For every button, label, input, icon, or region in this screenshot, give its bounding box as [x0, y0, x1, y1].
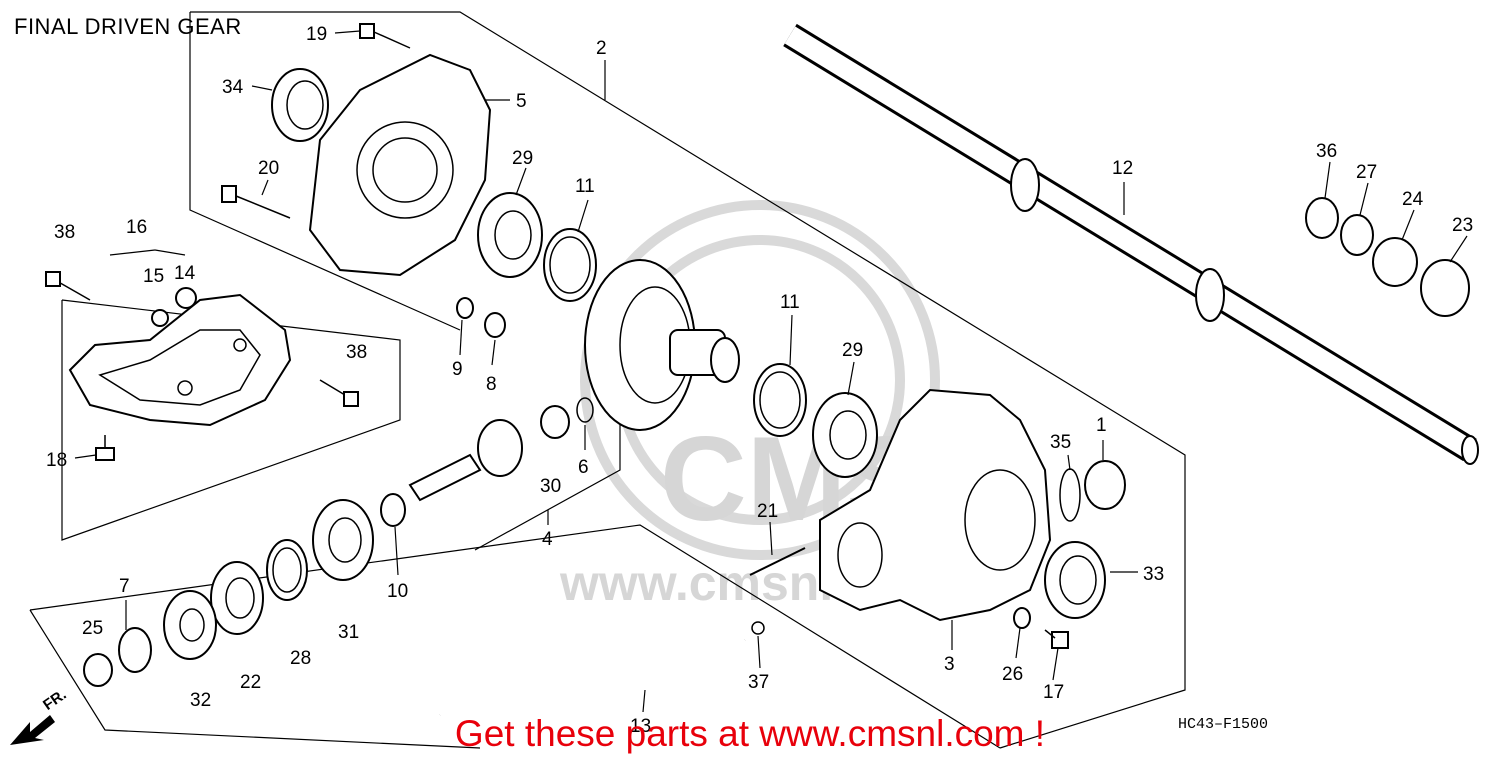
callout-7: 7: [119, 576, 130, 597]
pin-8: [484, 312, 506, 338]
assembly-outline: [29, 11, 1186, 749]
callout-1: 1: [1096, 415, 1107, 436]
diagram-title: FINAL DRIVEN GEAR: [14, 14, 242, 39]
shim-11-upper: [543, 228, 597, 302]
callout-36: 36: [1316, 141, 1337, 162]
callout-38-left: 38: [54, 222, 75, 243]
callout-31: 31: [338, 622, 359, 643]
bearing-29-lower: [812, 392, 878, 478]
callout-5: 5: [516, 91, 527, 112]
final-gear-case: [819, 388, 1052, 622]
bolt-38-left: [45, 271, 91, 301]
callout-37: 37: [748, 672, 769, 693]
callout-12: 12: [1112, 158, 1133, 179]
callout-13: 13: [630, 716, 651, 737]
diagram-code: HC43–F1500: [1178, 716, 1269, 733]
stud-21: [749, 547, 806, 576]
shim-28: [266, 539, 308, 601]
callout-8: 8: [486, 374, 497, 395]
nut-23: [1420, 259, 1470, 317]
promo-link-text[interactable]: Get these parts at www.cmsnl.com !: [454, 713, 1046, 754]
nut-25: [83, 653, 113, 687]
callout-17: 17: [1043, 682, 1064, 703]
pinion-gear-4: [408, 419, 523, 502]
callout-labels: 1 2 3 4 5 6 7 8 9 10 11 11 12 13 14 15 1…: [46, 24, 1473, 737]
rear-axle-shaft-12: [783, 23, 1479, 465]
final-driven-ring-gear: [584, 259, 740, 431]
callout-14: 14: [174, 263, 196, 284]
callout-16: 16: [126, 217, 147, 238]
callout-29-upper: 29: [512, 148, 533, 169]
bearing-22: [210, 561, 264, 635]
o-ring-35: [1059, 468, 1081, 522]
collar-24: [1372, 237, 1418, 287]
bearing-31: [312, 499, 374, 581]
callout-3: 3: [944, 654, 955, 675]
bearing-29-upper: [477, 192, 543, 278]
callout-34: 34: [222, 77, 244, 98]
callout-27: 27: [1356, 162, 1377, 183]
callout-26: 26: [1002, 664, 1023, 685]
oil-seal-33: [1044, 541, 1106, 619]
callout-24: 24: [1402, 189, 1424, 210]
callout-29-lower: 29: [842, 340, 863, 361]
callout-9: 9: [452, 359, 463, 380]
callout-22: 22: [240, 672, 261, 693]
callout-15: 15: [143, 266, 164, 287]
washer-9: [456, 297, 474, 319]
circlip-6: [576, 397, 594, 423]
circlip-36: [1305, 197, 1339, 239]
bolt-17: [1044, 629, 1069, 649]
shim-10: [380, 493, 406, 527]
callout-32: 32: [190, 690, 211, 711]
joint-7: [118, 627, 152, 673]
cap-14: [175, 287, 197, 309]
washer-26: [1013, 607, 1031, 629]
callout-30: 30: [540, 476, 561, 497]
callout-28: 28: [290, 648, 311, 669]
callout-4: 4: [542, 529, 553, 550]
callout-21: 21: [757, 501, 778, 522]
bolt-38-right: [319, 379, 359, 407]
front-direction-arrow-icon: [10, 715, 55, 745]
callout-38-right: 38: [346, 342, 367, 363]
bolt-19: [359, 23, 411, 49]
callout-25: 25: [82, 618, 103, 639]
clip-37: [751, 621, 765, 635]
callout-2: 2: [596, 38, 607, 59]
leader-lines: [74, 30, 1468, 713]
bolt-20: [221, 185, 291, 219]
bolt-18: [95, 435, 115, 461]
washer-27: [1340, 214, 1374, 256]
oil-seal-32: [163, 590, 217, 660]
needle-bearing-30: [540, 405, 570, 439]
callout-10: 10: [387, 581, 408, 602]
gear-case-cover: [308, 53, 492, 277]
cap-15: [151, 309, 169, 327]
breather-tube-13: [438, 637, 747, 718]
final-gear-case-cover: [68, 293, 292, 427]
callout-23: 23: [1452, 215, 1473, 236]
callout-33: 33: [1143, 564, 1164, 585]
oil-seal-34: [271, 68, 329, 142]
callout-20: 20: [258, 158, 279, 179]
shim-11-lower: [753, 363, 807, 437]
cap-1: [1084, 460, 1126, 510]
callout-35: 35: [1050, 432, 1071, 453]
callout-19: 19: [306, 24, 327, 45]
callout-11-upper: 11: [575, 176, 595, 197]
callout-18: 18: [46, 450, 67, 471]
callout-11-lower: 11: [780, 292, 800, 313]
callout-6: 6: [578, 457, 589, 478]
